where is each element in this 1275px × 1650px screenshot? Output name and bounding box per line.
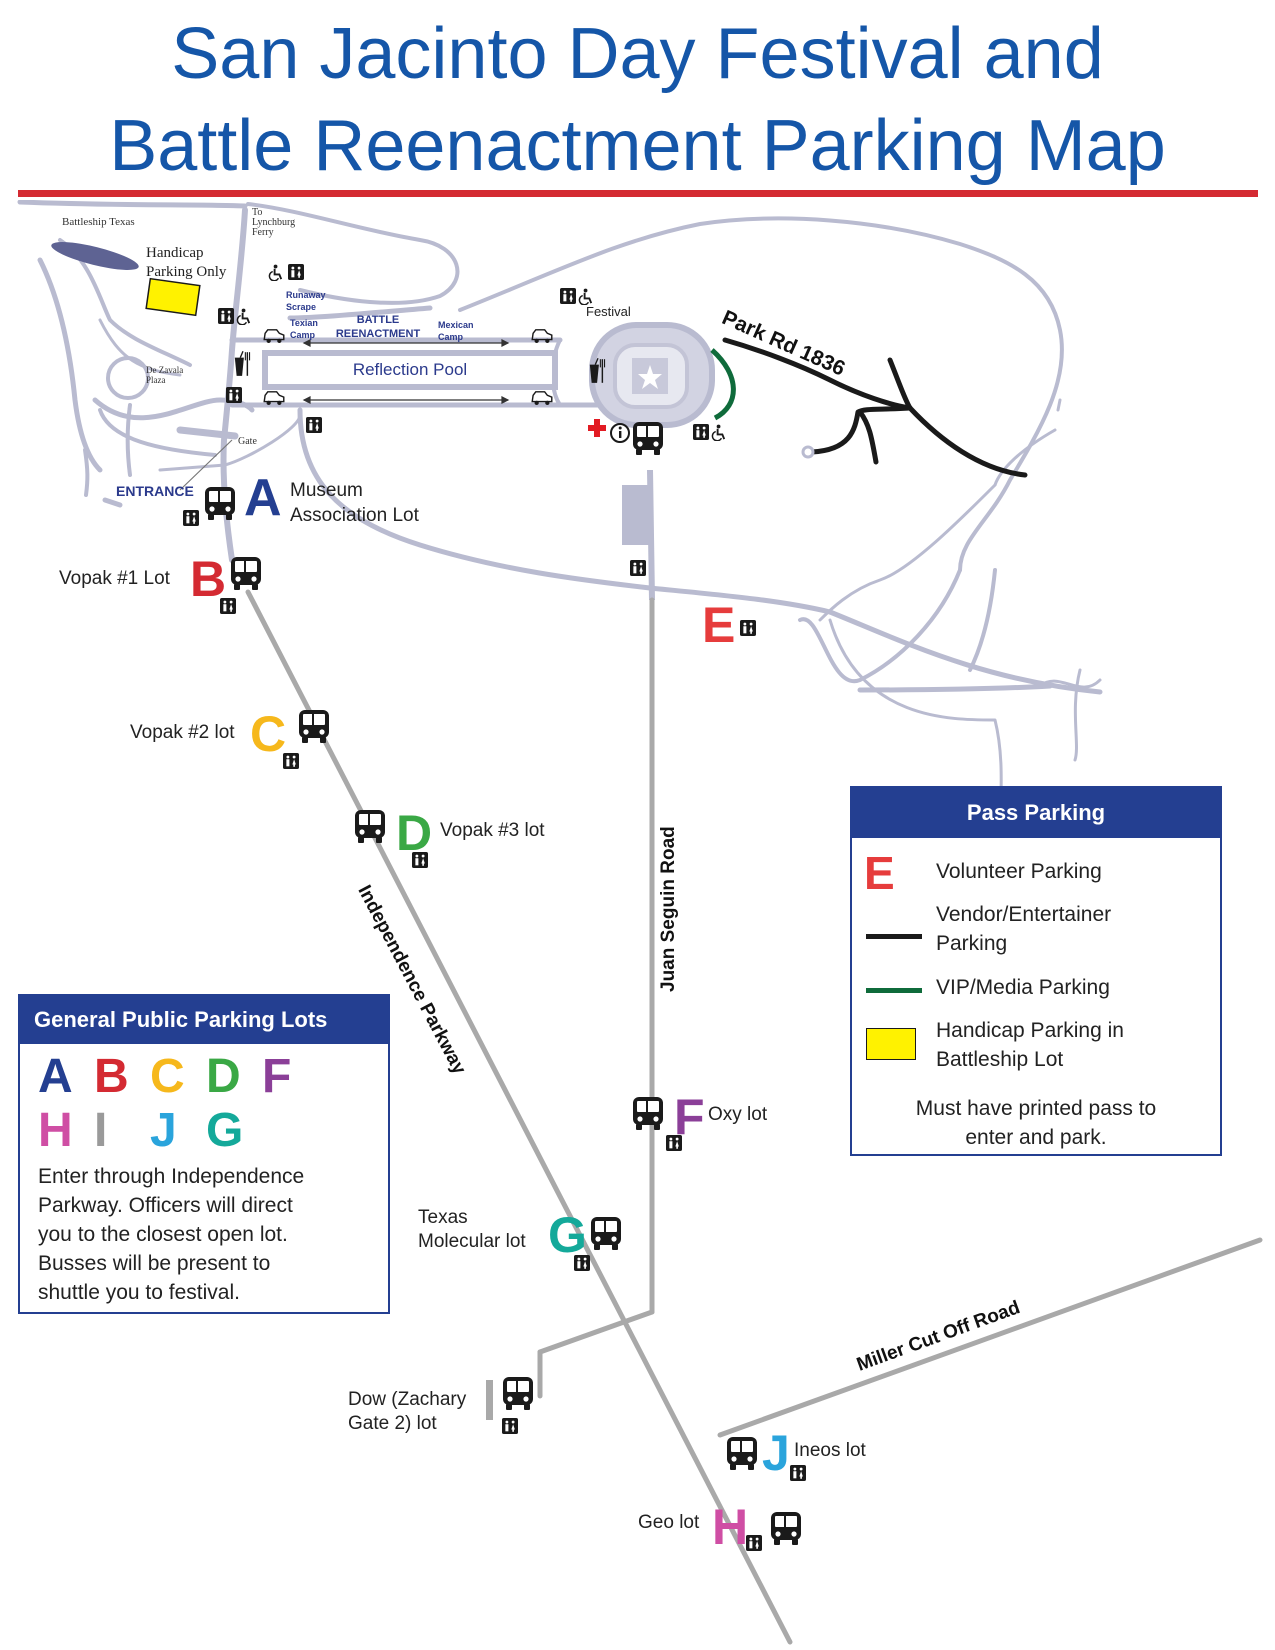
information-icon <box>610 423 630 443</box>
lot-j-letter: J <box>762 1425 790 1481</box>
general-box-instructions: Enter through Independence Parkway. Offi… <box>38 1165 305 1304</box>
lot-a-letter: A <box>244 469 282 527</box>
pass-legend-volunteer: Volunteer Parking <box>936 860 1102 883</box>
lot-d-name: Vopak #3 lot <box>440 820 545 841</box>
lot-f-name: Oxy lot <box>708 1104 768 1125</box>
lot-d-letter: D <box>396 805 433 861</box>
pass-legend-vip: VIP/Media Parking <box>936 976 1110 999</box>
title-divider <box>18 190 1258 197</box>
legend-letter-j: J <box>150 1104 177 1157</box>
lot-e-letter: E <box>702 597 736 653</box>
map-roads <box>17 200 1263 1645</box>
vendor-parking-roads <box>722 337 1028 478</box>
festival-label: Festival <box>586 304 631 319</box>
lot-j-name: Ineos lot <box>794 1440 866 1461</box>
lot-h-name: Geo lot <box>638 1512 700 1533</box>
legend-letter-d: D <box>206 1050 241 1103</box>
legend-letter-a: A <box>38 1050 73 1103</box>
legend-letter-h: H <box>38 1104 73 1157</box>
pass-legend-vendor-swatch <box>866 934 922 939</box>
lot-b-letter: B <box>190 551 227 607</box>
pass-box-title: Pass Parking <box>852 788 1220 838</box>
juan-seguin-road-label: Juan Seguin Road <box>658 826 679 992</box>
handicap-lot-yellow <box>145 277 201 317</box>
legend-letter-c: C <box>150 1050 185 1103</box>
page-title-line-1: San Jacinto Day Festival and <box>171 14 1104 94</box>
general-box-title: General Public Parking Lots <box>20 996 388 1044</box>
legend-letter-b: B <box>94 1050 129 1103</box>
pass-legend-letter-e: E <box>864 847 895 899</box>
page-title-line-2: Battle Reenactment Parking Map <box>109 106 1166 186</box>
vip-parking-line <box>710 348 736 421</box>
lot-h-letter: H <box>712 1499 749 1555</box>
legend-letter-i: I <box>94 1104 108 1157</box>
gate-label: Gate <box>238 436 257 447</box>
lot-c-letter: C <box>250 706 287 762</box>
lot-c-name: Vopak #2 lot <box>130 722 235 743</box>
lot-b-name: Vopak #1 Lot <box>59 568 170 589</box>
reflection-pool-label: Reflection Pool <box>352 360 468 379</box>
battleship-texas-label: Battleship Texas <box>62 216 135 228</box>
legend-letter-g: G <box>206 1104 244 1157</box>
entrance-label: ENTRANCE <box>116 483 194 499</box>
pass-parking-box: Pass Parking E Volunteer Parking Vendor/… <box>850 786 1222 1156</box>
battleship-texas-shape <box>51 242 139 270</box>
first-aid-cross-icon <box>588 419 606 437</box>
legend-letter-f: F <box>262 1050 292 1103</box>
pass-legend-vip-swatch <box>866 988 922 993</box>
pass-legend-handicap-swatch <box>866 1028 916 1060</box>
lot-f-letter: F <box>674 1089 705 1145</box>
lot-g-letter: G <box>548 1207 587 1263</box>
